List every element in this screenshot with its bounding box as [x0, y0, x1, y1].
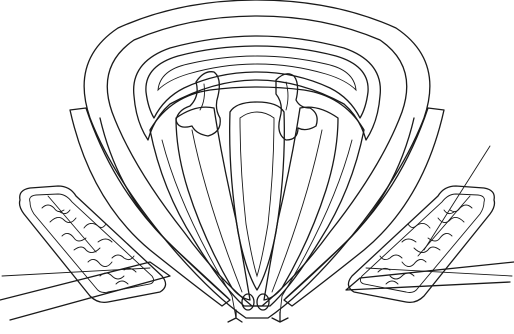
right-gland-texture [378, 205, 472, 284]
right-fold [264, 107, 338, 300]
left-side-structures [0, 108, 230, 320]
central-structure [84, 0, 430, 318]
posterior-ring-gray [146, 46, 368, 118]
airway-highlight [240, 112, 274, 276]
right-side-structures [284, 108, 514, 306]
left-stem [232, 296, 236, 318]
left-arytenoid-detail [200, 84, 205, 110]
right-fibre-line [424, 146, 490, 250]
right-inner-wall-line [286, 118, 414, 298]
glottic-airway [230, 102, 285, 290]
right-arytenoid-detail [286, 82, 288, 110]
left-diagonal-line-outer [2, 268, 150, 276]
inner-shield-band [107, 16, 406, 306]
left-inner-wall-line [100, 118, 228, 298]
right-fibre-line-2 [418, 196, 470, 256]
posterior-ring-inner-light [158, 56, 356, 90]
right-stem [280, 296, 282, 314]
inner-cone [150, 87, 364, 306]
left-fold [176, 107, 250, 300]
posterior-ring-outer [134, 36, 381, 140]
outer-shield [84, 0, 430, 318]
left-arytenoid [176, 72, 220, 136]
left-diagonal-line-lower [0, 262, 170, 320]
right-outer-wall [284, 108, 444, 306]
